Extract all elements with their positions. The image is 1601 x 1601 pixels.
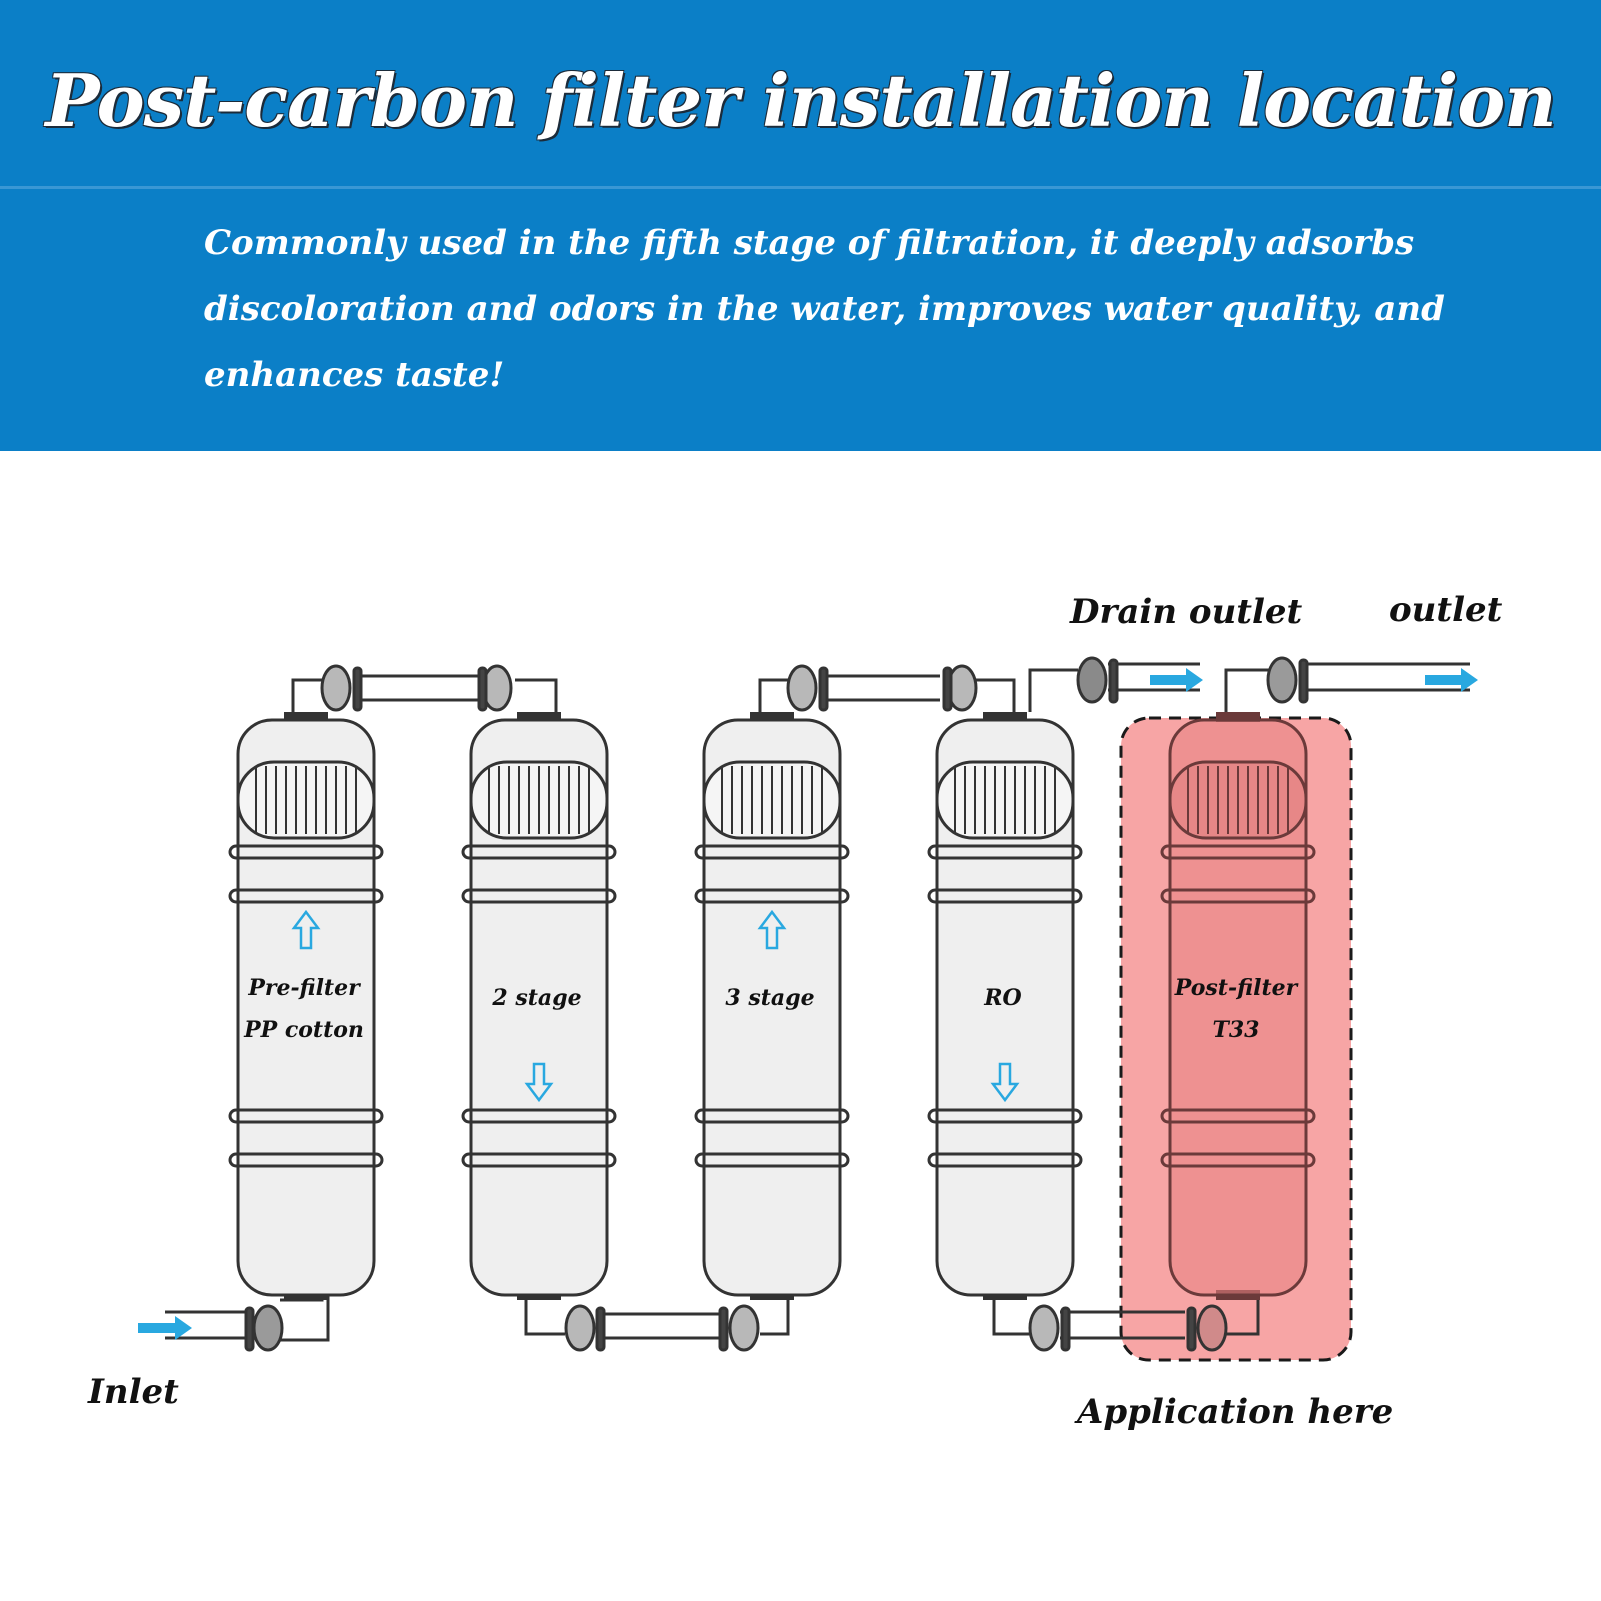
- tank-band: [461, 1108, 617, 1124]
- flow-up-arrow-icon: [757, 909, 787, 950]
- tank-band: [927, 1108, 1083, 1124]
- tank-ribbed-head: [702, 760, 842, 840]
- tank-band: [694, 1108, 850, 1124]
- filter-tank-4: RO: [927, 712, 1083, 1300]
- flow-down-arrow-icon: [990, 1062, 1020, 1103]
- banner-divider: [0, 186, 1601, 189]
- filter-tanks: Pre-filter PP cotton 2 stage 3 stage RO Post-…: [228, 712, 1316, 1300]
- tank-band: [694, 1152, 850, 1168]
- stage-label: 2 stage: [491, 985, 581, 1011]
- filter-tank-2: 2 stage: [461, 712, 617, 1300]
- inlet-label: Inlet: [87, 1372, 179, 1412]
- outlet-label: outlet: [1389, 590, 1503, 630]
- pipe-fittings: [244, 656, 1309, 1352]
- page-subtitle: Commonly used in the fifth stage of filt…: [204, 223, 1445, 395]
- outlet-arrow-icon: [1425, 668, 1478, 692]
- tank-ribbed-head: [1168, 760, 1308, 840]
- tank-band: [1160, 888, 1316, 904]
- flow-down-arrow-icon: [524, 1062, 554, 1103]
- drain-arrow-icon: [1150, 668, 1203, 692]
- tank-band: [927, 844, 1083, 860]
- filter-tank-3: 3 stage: [694, 712, 850, 1300]
- tank-band: [228, 844, 384, 860]
- stage-sublabel: PP cotton: [243, 1017, 364, 1043]
- filter-diagram: Pre-filter PP cotton 2 stage 3 stage RO Post-…: [87, 590, 1503, 1432]
- pipes: [165, 662, 1470, 1342]
- tank-band: [927, 888, 1083, 904]
- stage-label: 3 stage: [725, 985, 814, 1011]
- tank-band: [927, 1152, 1083, 1168]
- flow-up-arrow-icon: [291, 909, 321, 950]
- stage-label: Pre-filter: [247, 975, 361, 1001]
- tank-band: [461, 844, 617, 860]
- tank-ribbed-head: [935, 760, 1075, 840]
- tank-ribbed-head: [469, 760, 609, 840]
- drain-outlet-label: Drain outlet: [1069, 592, 1303, 632]
- tank-band: [461, 1152, 617, 1168]
- tank-band: [461, 888, 617, 904]
- stage-sublabel: T33: [1213, 1017, 1260, 1043]
- tank-band: [228, 1108, 384, 1124]
- tank-band: [694, 888, 850, 904]
- inlet-arrow-icon: [138, 1316, 192, 1340]
- tank-ribbed-head: [236, 760, 376, 840]
- tank-band: [1160, 1108, 1316, 1124]
- stage-label: RO: [983, 985, 1021, 1011]
- page-title: Post-carbon filter installation location: [45, 58, 1556, 143]
- header-banner: [0, 0, 1601, 451]
- tank-band: [694, 844, 850, 860]
- application-here-label: Application here: [1074, 1392, 1393, 1432]
- tank-band: [228, 1152, 384, 1168]
- tank-band: [228, 888, 384, 904]
- stage-label: Post-filter: [1174, 975, 1299, 1001]
- tank-band: [1160, 1152, 1316, 1168]
- flow-arrows: [138, 668, 1478, 1340]
- filter-tank-1: Pre-filter PP cotton: [228, 712, 384, 1300]
- tank-band: [1160, 844, 1316, 860]
